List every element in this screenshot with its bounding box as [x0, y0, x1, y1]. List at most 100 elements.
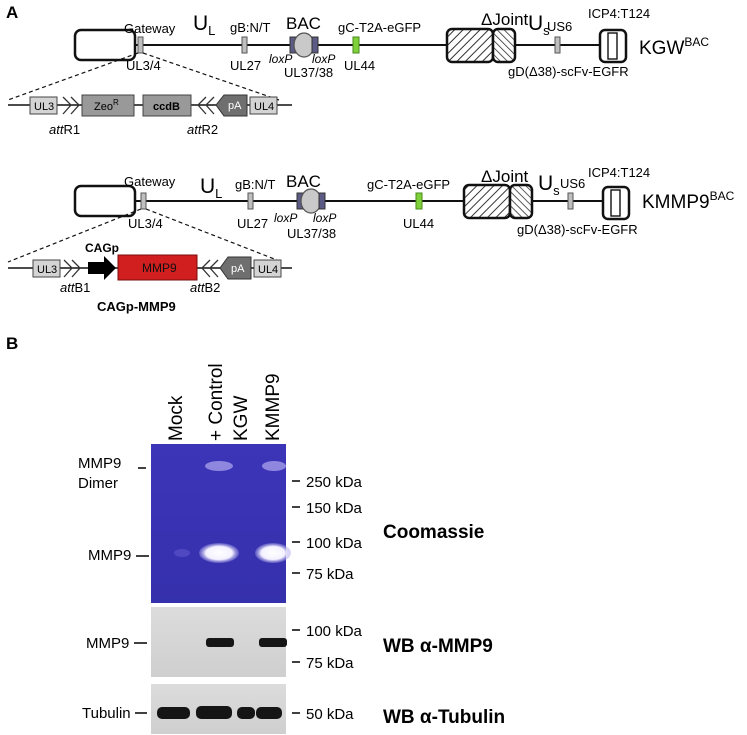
- coomassie-gel-panel: MMP9 Dimer MMP9 250 kDa 150 kDa 100 kDa …: [78, 444, 484, 603]
- icp4-label: ICP4:T124: [588, 165, 650, 180]
- mmp9-box: [117, 254, 198, 281]
- us6-marker: [567, 192, 574, 210]
- icp4-inner: [610, 189, 621, 217]
- gateway-marker: [137, 36, 144, 54]
- wb-marker-100: 100 kDa: [306, 623, 363, 640]
- pa-text: pA: [228, 100, 242, 112]
- ul3-box: [32, 259, 61, 278]
- gd-label: gD(Δ38)-scFv-EGFR: [517, 222, 638, 237]
- gbnt-label: gB:N/T: [230, 20, 271, 35]
- trl-box: [73, 28, 137, 62]
- att-right-chevron-2: [205, 96, 215, 115]
- lane-labels: Mock + Control KGW KMMP9: [166, 363, 284, 441]
- ul44-label: UL44: [344, 58, 375, 73]
- construct-kmmp9: Gateway UL3/4 UL gB:N/T UL27 BAC loxP lo…: [7, 165, 735, 314]
- ul3-text: UL3: [37, 264, 57, 276]
- loxp-right-marker: [318, 192, 326, 210]
- bac-label: BAC: [286, 172, 321, 191]
- lane-label-kgw: KGW: [231, 396, 252, 441]
- wb-tubulin-left-label: Tubulin: [82, 705, 131, 722]
- band-wb-kmmp9: [259, 638, 287, 647]
- bac-element: [293, 32, 315, 58]
- bac-label: BAC: [286, 14, 321, 33]
- construct-name: KMMP9BAC: [642, 189, 735, 213]
- ccdb-box: [142, 94, 192, 117]
- band-mock-faint: [174, 549, 190, 557]
- construct-kgw: Gateway UL3/4 UL gB:N/T UL27 BAC loxP lo…: [7, 6, 709, 137]
- wb-tubulin-title: WB α-Tubulin: [383, 707, 505, 728]
- ul-region-label: UL: [193, 12, 215, 38]
- zoom-line-left: [7, 52, 139, 101]
- wb-marker-50: 50 kDa: [306, 706, 354, 723]
- loxp-left-label: loxP: [269, 52, 292, 66]
- zoom-line-right: [142, 52, 280, 101]
- gateway-label: Gateway: [124, 21, 176, 36]
- wb-mmp9-panel: MMP9 100 kDa 75 kDa WB α-MMP9: [86, 607, 493, 677]
- ul3738-label: UL37/38: [287, 226, 336, 241]
- att-left-chevron-1: [63, 259, 73, 278]
- construct-name: KGWBAC: [639, 35, 709, 59]
- gd-label: gD(Δ38)-scFv-EGFR: [508, 64, 629, 79]
- trl-box: [73, 184, 137, 218]
- att-left-chevron-2: [70, 96, 80, 115]
- band-control-mmp9: [199, 543, 239, 563]
- att-right-chevron-2: [209, 259, 219, 278]
- ul4-box: [253, 259, 282, 278]
- att-left-chevron-2: [71, 259, 81, 278]
- gbnt-label: gB:N/T: [235, 177, 276, 192]
- cagp-label: CAGp: [85, 241, 119, 255]
- ul3-text: UL3: [34, 101, 54, 113]
- zeo-box: [81, 94, 135, 117]
- gbnt-marker: [241, 36, 248, 54]
- wb-mmp9-title: WB α-MMP9: [383, 636, 493, 657]
- joint-box-left: [462, 183, 512, 220]
- band-tubulin-mock: [157, 707, 190, 719]
- loxp-right-label: loxP: [313, 211, 336, 225]
- ul4-box: [249, 96, 278, 115]
- gc-label: gC-T2A-eGFP: [367, 177, 450, 192]
- lane-label-kmmp9: KMMP9: [263, 373, 284, 441]
- us6-label: US6: [547, 19, 572, 34]
- lane-label-control: + Control: [206, 363, 227, 441]
- gbnt-marker: [247, 192, 254, 210]
- gc-label: gC-T2A-eGFP: [338, 20, 421, 35]
- mmp9-cassette: UL3 CAGp MMP9 pA UL4 attB1 CAGp-MMP9 att…: [8, 241, 292, 314]
- gateway-marker: [140, 192, 147, 210]
- marker-150: 150 kDa: [306, 500, 363, 517]
- gfp-marker: [352, 36, 360, 54]
- mmp9-label: MMP9: [88, 547, 131, 564]
- zoom-line-right: [145, 208, 283, 263]
- zeo-text: ZeoR: [94, 98, 119, 113]
- cagp-mmp9-label: CAGp-MMP9: [97, 299, 176, 314]
- ul-region-label: UL: [200, 175, 222, 201]
- dimer-label-line2: Dimer: [78, 475, 118, 492]
- us-region-label: Us: [538, 172, 560, 198]
- ul34-label: UL3/4: [128, 216, 163, 231]
- loxp-right-marker: [311, 36, 319, 54]
- ul4-text: UL4: [254, 101, 274, 113]
- ul34-label: UL3/4: [126, 58, 161, 73]
- pa-arrow: [215, 94, 248, 117]
- att-b1-label: attB1: [60, 280, 90, 295]
- ul3-box: [29, 96, 58, 115]
- joint-label: ΔJoint: [481, 10, 529, 29]
- ccdb-text: ccdB: [153, 101, 180, 113]
- band-tubulin-kmmp9: [256, 707, 282, 719]
- ul4-text: UL4: [258, 264, 278, 276]
- loxp-right-label: loxP: [312, 52, 335, 66]
- pa-text: pA: [231, 263, 245, 275]
- wb-mmp9-left-label: MMP9: [86, 635, 129, 652]
- att-right-chevron-1: [201, 259, 211, 278]
- ul3738-label: UL37/38: [284, 65, 333, 80]
- us6-label: US6: [560, 176, 585, 191]
- att-right-chevron-1: [197, 96, 207, 115]
- att-b2-label: attB2: [190, 280, 220, 295]
- att-r2-label: attR2: [187, 122, 218, 137]
- att-left-chevron-1: [62, 96, 72, 115]
- ul44-label: UL44: [403, 216, 434, 231]
- wb-tubulin-panel: Tubulin 50 kDa WB α-Tubulin: [82, 684, 505, 734]
- band-kmmp9-mmp9: [255, 543, 291, 563]
- ul27-label: UL27: [230, 58, 261, 73]
- gateway-cassette: UL3 ZeoR ccdB pA UL4 attR1 attR2: [8, 94, 292, 137]
